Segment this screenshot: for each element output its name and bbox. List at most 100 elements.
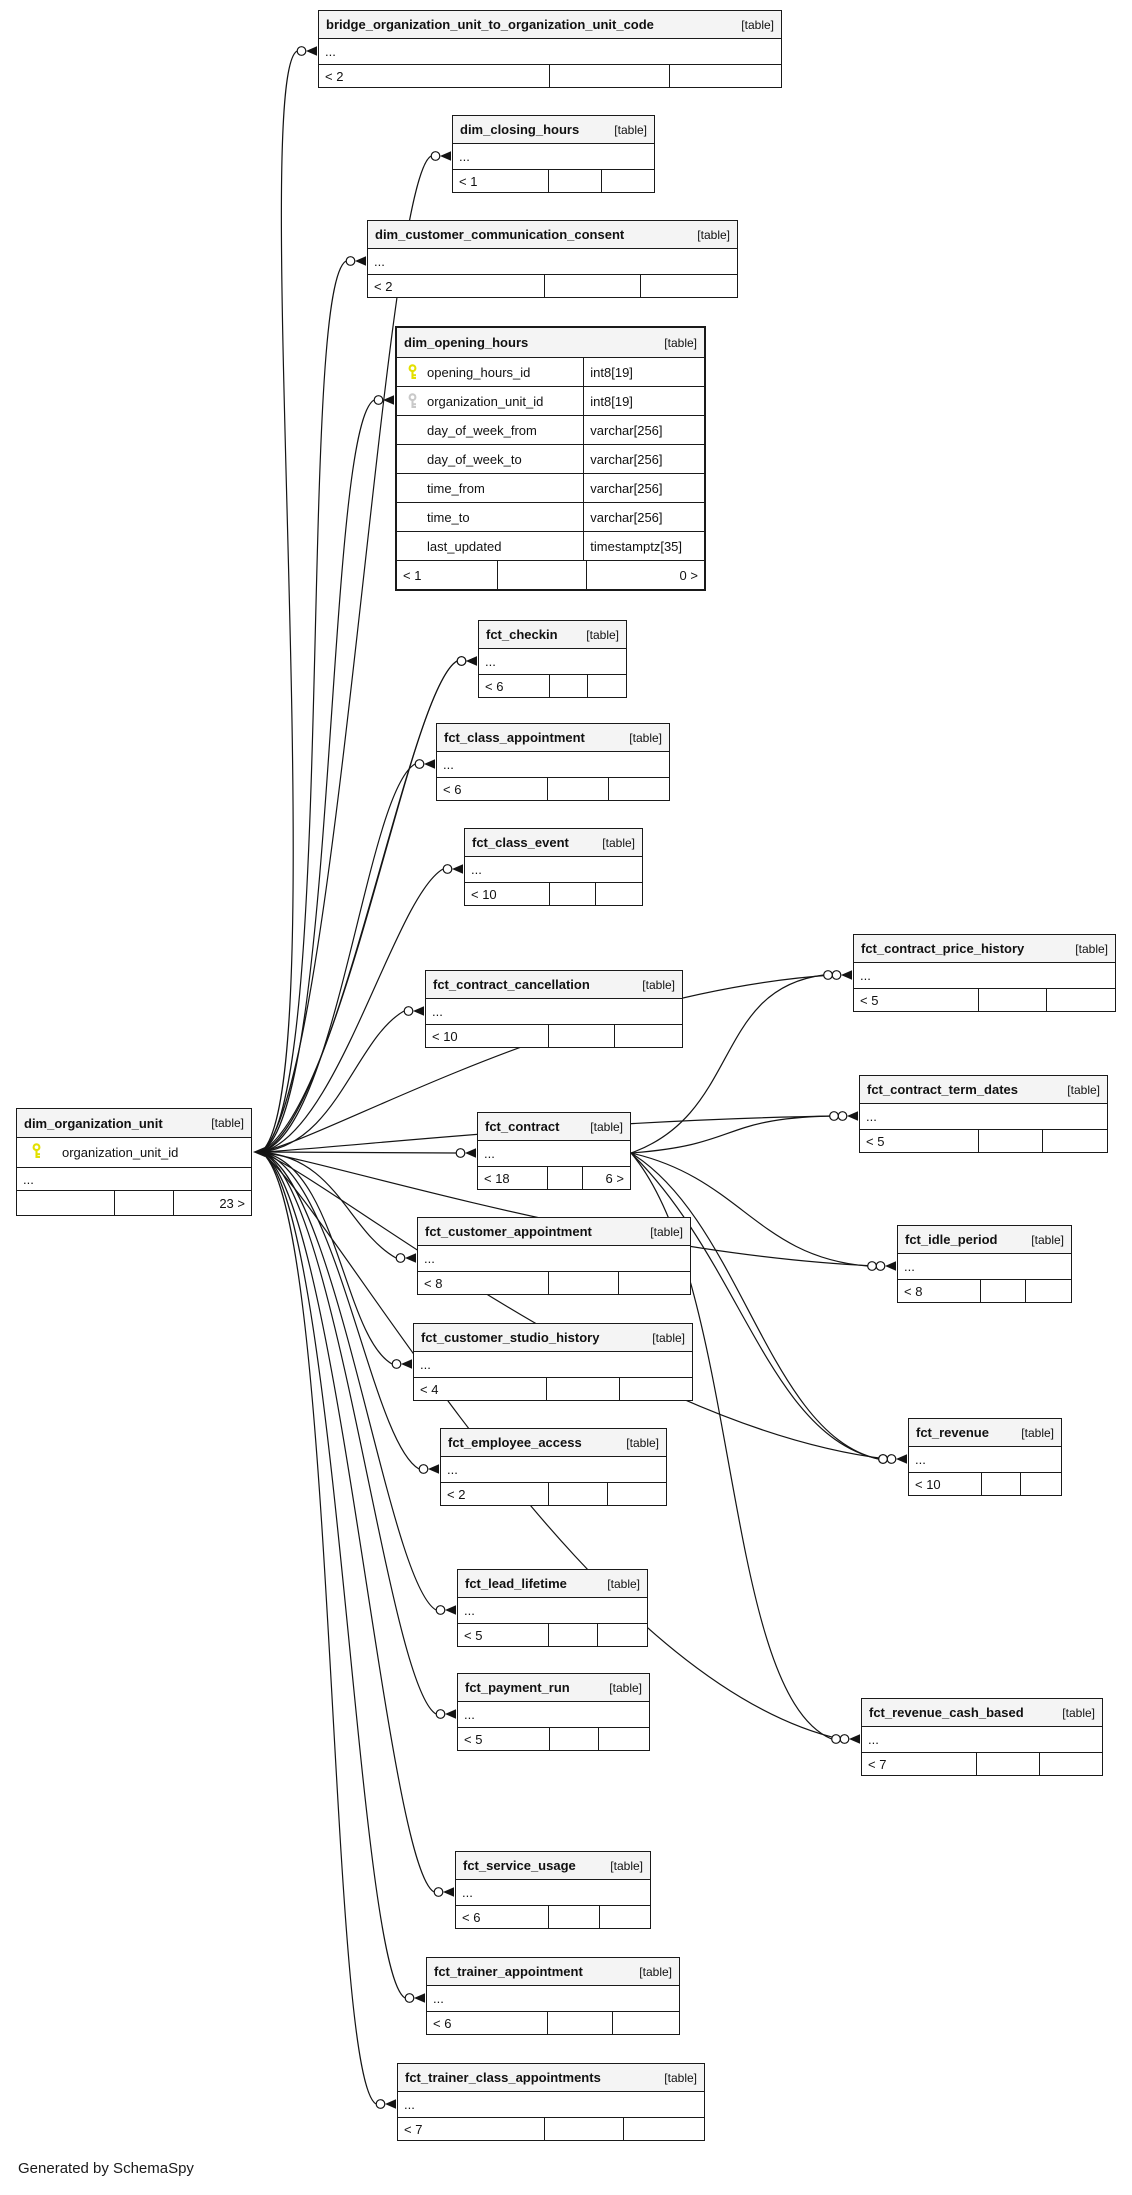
table-name: fct_trainer_appointment — [434, 1964, 583, 1979]
footer-mid-cell — [549, 1483, 608, 1505]
footer-left-count — [17, 1191, 116, 1215]
footer-left-count: < 6 — [437, 778, 549, 800]
footer-mid-cell — [982, 1473, 1022, 1495]
table-node-fct_class_event[interactable]: fct_class_event[table]...< 10 — [464, 828, 643, 906]
table-name: fct_contract_price_history — [861, 941, 1025, 956]
table-tag: [table] — [1031, 1232, 1064, 1247]
hidden-columns-row: ... — [898, 1254, 1071, 1280]
footer-mid-cell — [547, 1378, 620, 1400]
zero-or-one-circle — [455, 1148, 466, 1158]
table-node-fct_employee_access[interactable]: fct_employee_access[table]...< 2 — [440, 1428, 667, 1506]
table-node-fct_payment_run[interactable]: fct_payment_run[table]...< 5 — [457, 1673, 650, 1751]
table-node-dim_organization_unit[interactable]: dim_organization_unit[table]organization… — [16, 1108, 252, 1216]
table-node-fct_contract_cancellation[interactable]: fct_contract_cancellation[table]...< 10 — [425, 970, 683, 1048]
relationship-line — [630, 1115, 830, 1154]
footer-left-count: < 8 — [898, 1280, 982, 1302]
footer-right-count — [599, 1728, 649, 1750]
table-tag: [table] — [607, 1576, 640, 1591]
table-node-fct_service_usage[interactable]: fct_service_usage[table]...< 6 — [455, 1851, 651, 1929]
relationship-line — [260, 1151, 457, 1154]
table-node-fct_lead_lifetime[interactable]: fct_lead_lifetime[table]...< 5 — [457, 1569, 648, 1647]
table-tag: [table] — [626, 1435, 659, 1450]
table-name: fct_class_event — [472, 835, 569, 850]
hidden-columns-row: ... — [456, 1880, 650, 1906]
column-name-cell: day_of_week_to — [397, 445, 585, 473]
footer-left-count: < 4 — [414, 1378, 548, 1400]
footer-left-count: < 2 — [368, 275, 546, 297]
footer-left-count: < 5 — [458, 1728, 550, 1750]
zero-or-one-circle — [829, 1111, 839, 1121]
table-footer: < 1 — [453, 170, 654, 192]
table-node-fct_revenue[interactable]: fct_revenue[table]...< 10 — [908, 1418, 1062, 1496]
table-header: fct_contract_term_dates[table] — [860, 1076, 1107, 1104]
table-tag: [table] — [211, 1116, 244, 1130]
table-name: fct_customer_studio_history — [421, 1330, 600, 1345]
table-footer: < 10 — [426, 1025, 682, 1047]
arrowhead — [405, 1253, 416, 1263]
relationship-line — [260, 1151, 877, 1267]
footer-mid-cell — [548, 2012, 614, 2034]
table-node-dim_closing_hours[interactable]: dim_closing_hours[table]...< 1 — [452, 115, 655, 193]
column-name: organization_unit_id — [62, 1145, 179, 1160]
footer-right-count — [1021, 1473, 1061, 1495]
table-footer: < 5 — [458, 1624, 647, 1646]
column-name: time_to — [427, 509, 470, 525]
table-footer: < 2 — [319, 65, 781, 87]
column-type: varchar[256] — [590, 422, 663, 438]
relationship-line — [630, 1152, 868, 1267]
table-node-fct_checkin[interactable]: fct_checkin[table]...< 6 — [478, 620, 627, 698]
table-node-fct_trainer_class_appointments[interactable]: fct_trainer_class_appointments[table]...… — [397, 2063, 705, 2141]
table-node-fct_customer_appointment[interactable]: fct_customer_appointment[table]...< 8 — [417, 1217, 691, 1295]
table-node-bridge_organization_unit_to_organization_unit_code[interactable]: bridge_organization_unit_to_organization… — [318, 10, 782, 88]
zero-or-one-circle — [373, 395, 384, 405]
table-node-fct_contract_price_history[interactable]: fct_contract_price_history[table]...< 5 — [853, 934, 1116, 1012]
table-tag: [table] — [664, 335, 697, 350]
table-node-fct_customer_studio_history[interactable]: fct_customer_studio_history[table]...< 4 — [413, 1323, 693, 1401]
zero-or-one-circle — [839, 1734, 850, 1744]
relationship-line — [260, 1010, 405, 1153]
relationship-line — [260, 660, 458, 1153]
table-footer: < 8 — [418, 1272, 690, 1294]
zero-or-one-circle — [345, 256, 356, 266]
table-header: fct_employee_access[table] — [441, 1429, 666, 1457]
zero-or-one-circle — [430, 151, 441, 161]
footer-mid-cell — [549, 1906, 600, 1928]
table-node-fct_contract_term_dates[interactable]: fct_contract_term_dates[table]...< 5 — [859, 1075, 1108, 1153]
primary-key-icon — [31, 1143, 42, 1162]
hidden-columns-row: ... — [437, 752, 669, 778]
arrowhead — [440, 151, 451, 161]
column-type: int8[19] — [590, 393, 633, 409]
table-node-fct_class_appointment[interactable]: fct_class_appointment[table]...< 6 — [436, 723, 670, 801]
table-node-fct_trainer_appointment[interactable]: fct_trainer_appointment[table]...< 6 — [426, 1957, 680, 2035]
table-node-dim_opening_hours[interactable]: dim_opening_hours[table]opening_hours_id… — [395, 326, 706, 591]
zero-or-one-circle — [418, 1464, 429, 1474]
relationship-line — [260, 1151, 393, 1365]
hidden-columns-row: ... — [458, 1598, 647, 1624]
zero-or-one-circle — [375, 2099, 386, 2109]
footer-mid-cell — [549, 1624, 598, 1646]
footer-mid-cell — [550, 1728, 600, 1750]
table-footer: < 7 — [398, 2118, 704, 2140]
footer-left-count: < 7 — [862, 1753, 978, 1775]
footer-right-count — [641, 275, 737, 297]
arrowhead — [896, 1454, 907, 1464]
table-footer: < 6 — [427, 2012, 679, 2034]
table-node-dim_customer_communication_consent[interactable]: dim_customer_communication_consent[table… — [367, 220, 738, 298]
column-name: time_from — [427, 480, 485, 496]
footer-right-count — [615, 1025, 682, 1047]
table-header: fct_trainer_class_appointments[table] — [398, 2064, 704, 2092]
table-name: fct_checkin — [486, 627, 558, 642]
relationship-line — [260, 1151, 437, 1715]
table-header: fct_contract_cancellation[table] — [426, 971, 682, 999]
relationship-line — [260, 660, 458, 1153]
table-tag: [table] — [586, 627, 619, 642]
column-name-cell: time_from — [397, 474, 585, 502]
table-footer: < 2 — [441, 1483, 666, 1505]
table-node-fct_idle_period[interactable]: fct_idle_period[table]...< 8 — [897, 1225, 1072, 1303]
zero-or-one-circle — [296, 46, 307, 56]
table-node-fct_revenue_cash_based[interactable]: fct_revenue_cash_based[table]...< 7 — [861, 1698, 1103, 1776]
table-name: fct_contract — [485, 1119, 560, 1134]
